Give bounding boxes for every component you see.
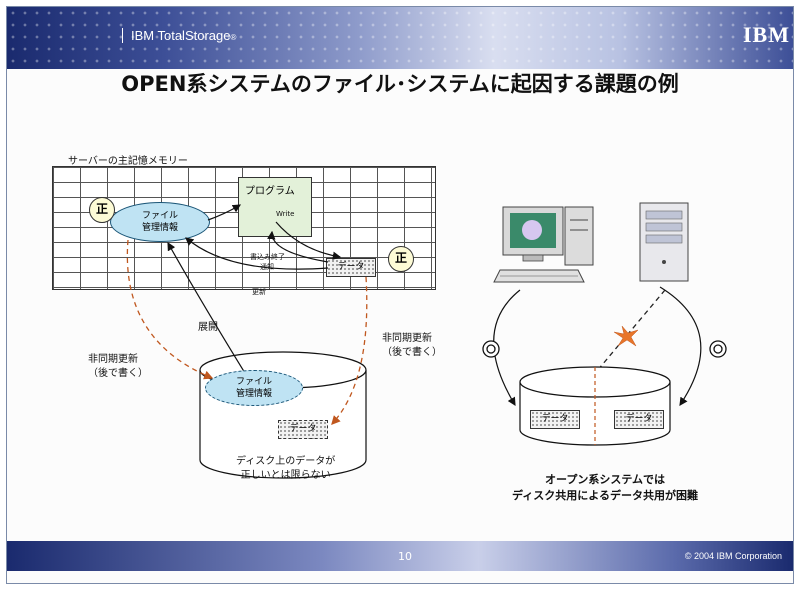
footer-band [7, 541, 793, 571]
update-label: 更新 [252, 288, 266, 296]
data-box-disk: データ [278, 420, 328, 439]
disk-caption: ディスク上のデータが 正しいとは限らない [236, 456, 336, 481]
ibm-logo: IBM [743, 22, 790, 47]
file-mgmt-memory: ファイル 管理情報 [110, 202, 210, 242]
memory-label: サーバーの主記憶メモリー [68, 156, 188, 167]
correct-seal-right: 正 [388, 246, 414, 272]
file-mgmt-disk: ファイル 管理情報 [205, 370, 303, 406]
copyright: © 2004 IBM Corporation [684, 551, 782, 561]
write-label: Write [276, 210, 295, 218]
write-complete-label: 書込み終了 通知 [250, 253, 285, 271]
async-label-right: 非同期更新 （後で書く） [382, 333, 442, 358]
page-number: 10 [398, 550, 412, 563]
slide [6, 6, 794, 584]
data-box-right-2: データ [614, 410, 664, 429]
expand-label: 展開 [198, 322, 218, 333]
data-box-memory: データ [326, 258, 376, 277]
slide-title: OPEN系システムのファイル･システムに起因する課題の例 [121, 72, 679, 96]
brand-label: IBM TotalStorage® [122, 28, 236, 43]
right-caption: オープン系システムでは ディスク共用によるデータ共用が困難 [512, 473, 698, 502]
async-label-left: 非同期更新 （後で書く） [88, 354, 148, 379]
header-band [7, 7, 793, 69]
data-box-right-1: データ [530, 410, 580, 429]
correct-seal-left: 正 [89, 197, 115, 223]
